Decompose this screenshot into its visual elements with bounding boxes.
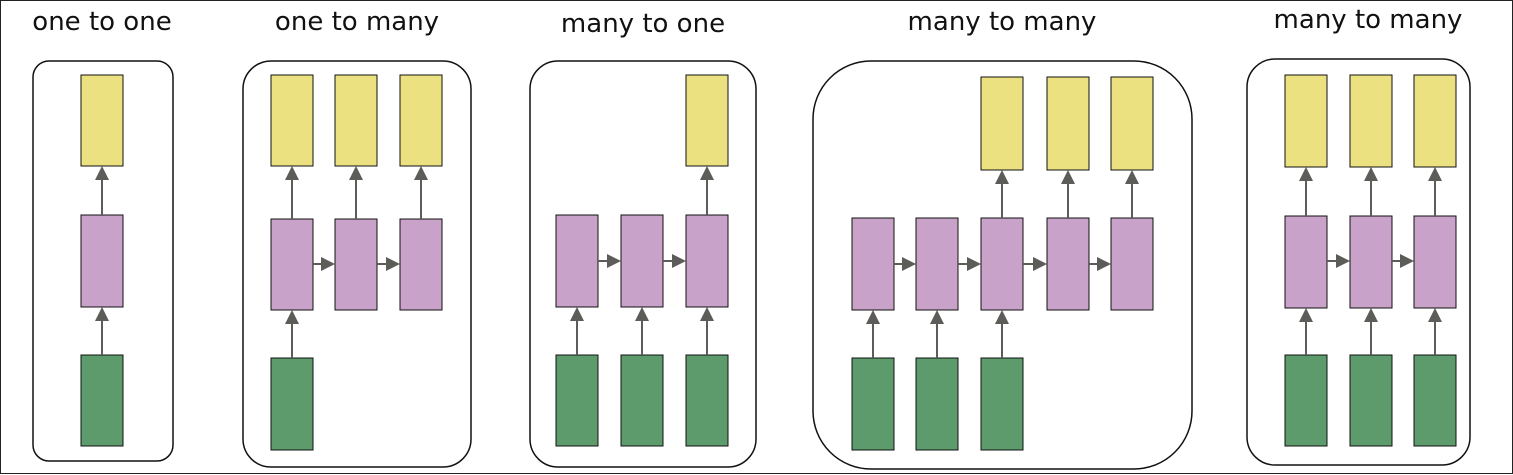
- panel-title-one-to-many: one to many: [274, 7, 440, 37]
- panel-title-many-to-many-delayed: many to many: [907, 7, 1097, 37]
- arrow-hidden-3-to-4-head: [1033, 257, 1047, 271]
- arrow-input-to-hidden-1-head: [1299, 308, 1313, 322]
- input-block-1: [270, 357, 314, 451]
- output-block-2: [334, 74, 378, 167]
- arrow-input-to-hidden-3-head: [1428, 308, 1442, 322]
- input-block-2: [1349, 354, 1393, 447]
- input-block-1: [851, 357, 895, 451]
- arrow-input-to-hidden-2-head: [635, 307, 649, 321]
- panel-frame-many-to-one: [529, 60, 757, 468]
- arrow-hidden-to-output-3-head: [1428, 167, 1442, 181]
- output-block-3: [685, 74, 729, 167]
- input-block-2: [620, 354, 664, 447]
- input-block-1: [1284, 354, 1328, 447]
- hidden-block-2: [915, 217, 959, 311]
- panel-frame-one-to-one: [32, 60, 174, 462]
- input-block-3: [1413, 354, 1457, 447]
- arrow-input-to-hidden-1-head: [570, 307, 584, 321]
- arrow-input-to-hidden-3-head: [700, 307, 714, 321]
- arrow-hidden-to-output-2-head: [349, 166, 363, 180]
- output-block-1: [1284, 74, 1328, 168]
- input-block-3: [685, 354, 729, 447]
- arrow-input-to-hidden-1-head: [285, 310, 299, 324]
- hidden-block-3: [685, 214, 729, 308]
- arrow-hidden-1-to-2-head: [902, 257, 916, 271]
- arrow-hidden-2-to-3-head: [967, 257, 981, 271]
- output-block-3: [399, 74, 443, 167]
- hidden-block-3: [1413, 215, 1457, 309]
- arrow-hidden-1-to-2-head: [607, 254, 621, 268]
- arrow-hidden-to-output-1-head: [1299, 167, 1313, 181]
- arrow-input-to-hidden-head: [95, 307, 109, 321]
- arrow-hidden-1-to-2-head: [321, 257, 335, 271]
- arrow-input-to-hidden-2-head: [1364, 308, 1378, 322]
- panel-frame-one-to-many: [242, 60, 472, 468]
- panel-frame-many-to-many-delayed: [812, 60, 1193, 470]
- arrow-hidden-1-to-2-head: [1336, 254, 1350, 268]
- arrow-hidden-to-output-3-head: [995, 170, 1009, 184]
- arrow-hidden-to-output-1-head: [285, 166, 299, 180]
- arrow-hidden-2-to-3-head: [386, 257, 400, 271]
- hidden-block-3: [980, 217, 1024, 311]
- input-block-1: [555, 354, 599, 447]
- hidden-block-1: [270, 218, 314, 311]
- output-block: [80, 74, 124, 167]
- hidden-block: [80, 214, 124, 308]
- hidden-block-3: [399, 218, 443, 311]
- hidden-block-2: [1349, 215, 1393, 309]
- arrow-hidden-to-output-5-head: [1125, 170, 1139, 184]
- panel-frame-many-to-many-synced: [1246, 58, 1471, 466]
- arrow-input-to-hidden-1-head: [866, 310, 880, 324]
- output-block-2: [1046, 76, 1090, 171]
- arrow-input-to-hidden-3-head: [995, 310, 1009, 324]
- output-block-1: [270, 74, 314, 167]
- input-block-3: [980, 357, 1024, 451]
- arrow-hidden-to-output-3-head: [414, 166, 428, 180]
- output-block-2: [1349, 74, 1393, 168]
- hidden-block-5: [1110, 217, 1154, 311]
- output-block-3: [1413, 74, 1457, 168]
- arrow-hidden-to-output-3-head: [700, 166, 714, 180]
- hidden-block-4: [1046, 217, 1090, 311]
- hidden-block-1: [851, 217, 895, 311]
- arrow-hidden-2-to-3-head: [1400, 254, 1414, 268]
- arrow-hidden-to-output-4-head: [1061, 170, 1075, 184]
- hidden-block-2: [334, 218, 378, 311]
- arrow-input-to-hidden-2-head: [930, 310, 944, 324]
- arrow-hidden-to-output-head: [95, 166, 109, 180]
- hidden-block-2: [620, 214, 664, 308]
- input-block-2: [915, 357, 959, 451]
- panel-title-many-to-one: many to one: [560, 9, 726, 39]
- output-block-1: [980, 76, 1024, 171]
- arrow-hidden-2-to-3-head: [672, 254, 686, 268]
- hidden-block-1: [1284, 215, 1328, 309]
- arrow-hidden-to-output-2-head: [1364, 167, 1378, 181]
- arrow-hidden-4-to-5-head: [1097, 257, 1111, 271]
- hidden-block-1: [555, 214, 599, 308]
- panel-title-one-to-one: one to one: [32, 7, 172, 37]
- input-block: [80, 354, 124, 447]
- panel-title-many-to-many-synced: many to many: [1273, 5, 1463, 35]
- output-block-3: [1110, 76, 1154, 171]
